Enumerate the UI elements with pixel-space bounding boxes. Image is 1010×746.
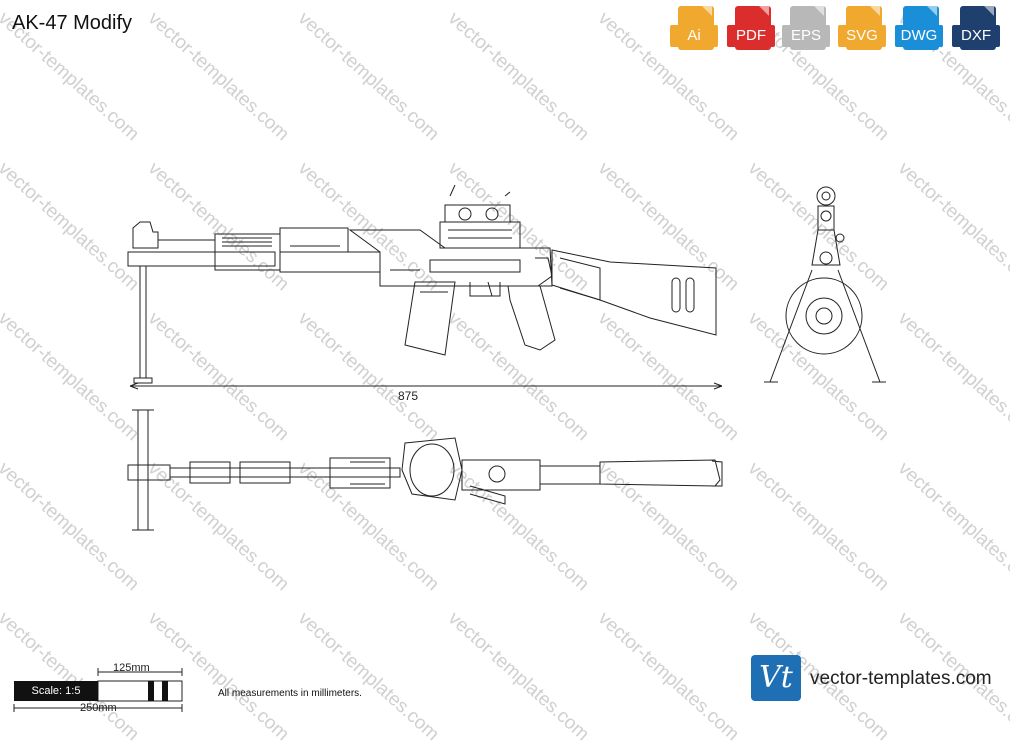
- scale-top-label: 125mm: [113, 662, 150, 674]
- page-title: AK-47 Modify: [12, 12, 133, 34]
- format-ai-button[interactable]: Ai: [670, 6, 718, 52]
- top-view: [127, 409, 723, 531]
- scale-label: Scale: 1:5: [14, 681, 98, 701]
- overall-length-dimension: 875: [398, 389, 419, 403]
- scale-bar: [13, 668, 183, 712]
- format-pdf-button[interactable]: PDF: [727, 6, 775, 52]
- format-svg-button[interactable]: SVG: [838, 6, 886, 52]
- scale-bottom-label: 250mm: [80, 702, 117, 714]
- format-label: Ai: [670, 25, 718, 47]
- measurement-note: All measurements in millimeters.: [218, 688, 362, 699]
- blueprint-drawing: [13, 184, 886, 712]
- format-dxf-button[interactable]: DXF: [952, 6, 1000, 52]
- format-label: SVG: [838, 25, 886, 47]
- side-view: [127, 184, 723, 390]
- site-link[interactable]: vector-templates.com: [810, 668, 992, 689]
- vt-logo-icon: Vt: [751, 655, 801, 701]
- format-label: PDF: [727, 25, 775, 47]
- format-dwg-button[interactable]: DWG: [895, 6, 943, 52]
- format-label: DWG: [895, 25, 943, 47]
- format-label: DXF: [952, 25, 1000, 47]
- format-eps-button[interactable]: EPS: [782, 6, 830, 52]
- front-view: [764, 186, 886, 383]
- format-label: EPS: [782, 25, 830, 47]
